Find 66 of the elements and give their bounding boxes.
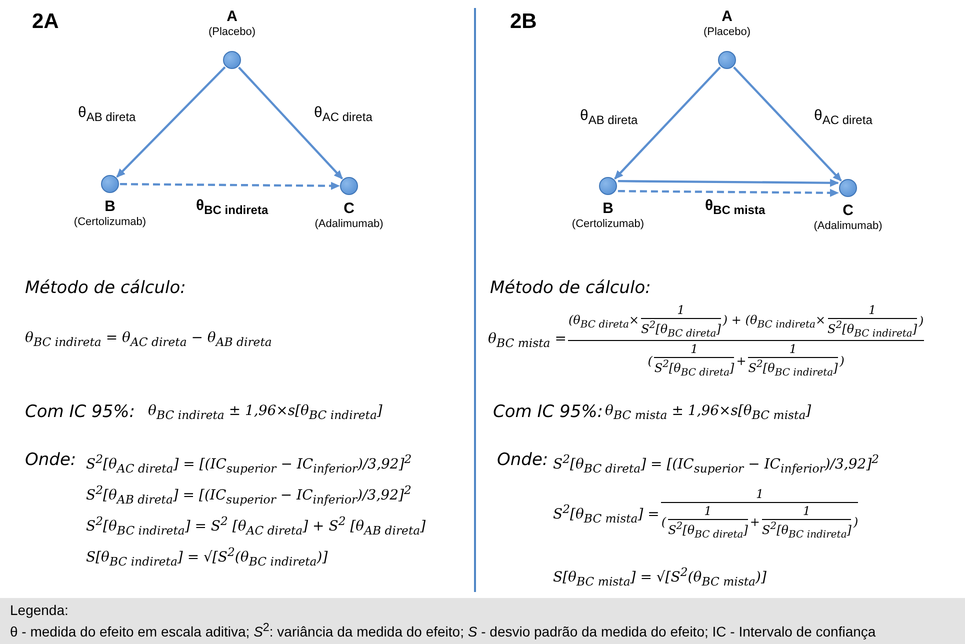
node-letter: B <box>602 200 614 217</box>
formula-text: 1 <box>802 504 811 518</box>
node-caption: (Certolizumab) <box>572 218 644 230</box>
formula-text: θ$_{BC mista}$ = <box>488 331 566 350</box>
formula-text: θ$_{BC mista}$ ± 1,96×s[θ$_{BC mista}$] <box>605 403 812 422</box>
edge-label: θ$_{BC indireta}$ <box>196 197 268 217</box>
formula-text: S$^{2}$[θ$_{BC direta}$] <box>654 359 734 379</box>
panel-label: 2A <box>32 10 59 34</box>
formula-text: θ$_{BC indireta}$ ± 1,96×s[θ$_{BC indireta}$] <box>148 403 382 422</box>
section-heading: Onde: <box>497 450 548 470</box>
formula-text: ) <box>853 515 858 530</box>
formula-text: S$^{2}$[θ$_{AB direta}$] = [(IC$_{superior}$ − IC$_{inferior}$)/3,92]$^{2}$ <box>86 483 412 506</box>
formula-text: S$^{2}$[θ$_{BC direta}$] <box>668 521 748 540</box>
formula-text: 1 <box>868 303 876 317</box>
formula-text: S[θ$_{BC mista}$] = √[S$^{2}$(θ$_{BC mista}$)] <box>553 565 766 588</box>
formula-text: + <box>736 354 746 368</box>
edge-label: θ$_{AC direta}$ <box>814 107 872 127</box>
node-caption: (Certolizumab) <box>74 216 146 228</box>
section-heading: Método de cálculo: <box>490 278 651 298</box>
section-heading: Com IC 95%: <box>25 402 136 422</box>
node-caption: (Placebo) <box>703 26 751 38</box>
node-letter: A <box>722 8 732 25</box>
formula-text: θ$_{BC indireta}$ = θ$_{AC direta}$ − θ$_{AB direta}$ <box>25 330 272 349</box>
edge-label: θ$_{BC mista}$ <box>705 197 766 217</box>
formula-text: S[θ$_{BC indireta}$] = √[S$^{2}$(θ$_{BC indireta}$)] <box>86 545 328 568</box>
dashed-arrow <box>120 182 340 190</box>
formula-text: 1 <box>704 504 712 518</box>
formula-text: 1 <box>690 342 698 356</box>
formula-text: 1 <box>756 487 764 501</box>
formula-text: 1 <box>789 342 797 356</box>
section-heading: Com IC 95%: <box>493 402 604 422</box>
node-letter: A <box>226 8 238 25</box>
node-letter: C <box>344 200 354 217</box>
formula-text: ) <box>840 354 844 368</box>
formula-text: + <box>750 515 760 530</box>
node-caption: (Adalimumab) <box>314 218 384 230</box>
arrow <box>733 66 842 182</box>
formula-text: S$^{2}$[θ$_{BC indireta}$] <box>748 359 838 379</box>
formula-text: S$^{2}$[θ$_{BC direta}$] = [(IC$_{superior}$ − IC$_{inferior}$)/3,92]$^{2}$ <box>553 452 880 476</box>
section-heading: Onde: <box>25 450 76 470</box>
section-heading: Método de cálculo: <box>25 278 186 298</box>
node-letter: B <box>104 198 116 215</box>
node-caption: (Placebo) <box>208 26 256 38</box>
arrow <box>614 66 721 180</box>
arrow <box>618 178 840 187</box>
formula-text: 1 <box>677 303 685 317</box>
arrow <box>116 66 226 178</box>
arrow <box>238 66 343 180</box>
formula-text: ) <box>919 314 924 328</box>
node-letter: C <box>842 202 854 219</box>
edge-label: θ$_{AC direta}$ <box>314 104 372 124</box>
formula-text: S$^{2}$[θ$_{BC mista}$] = <box>553 502 660 526</box>
edge-label: θ$_{AB direta}$ <box>580 107 638 127</box>
formula-text: S$^{2}$[θ$_{AC direta}$] = [(IC$_{superior}$ − IC$_{inferior}$)/3,92]$^{2}$ <box>86 452 412 476</box>
formula-text: ( <box>661 515 666 530</box>
formula-text: (θ$_{BC direta}$× <box>568 312 640 330</box>
formula-text: S$^{2}$[θ$_{BC indireta}$] = S$^{2}$ [θ$_{AC direta}$] + S$^{2}$ [θ$_{AB direta}$] <box>86 514 426 538</box>
dashed-arrow <box>618 188 839 197</box>
node-caption: (Adalimumab) <box>814 220 882 232</box>
formula-text: S$^{2}$[θ$_{BC indireta}$] <box>762 521 852 540</box>
formula-text: ( <box>648 354 652 368</box>
formula-text: ) + (θ$_{BC indireta}$× <box>722 312 826 330</box>
formula-text: S$^{2}$[θ$_{BC indireta}$] <box>828 320 918 340</box>
formula-text: S$^{2}$[θ$_{BC direta}$] <box>641 320 721 340</box>
edge-label: θ$_{AB direta}$ <box>78 104 136 124</box>
panel-label: 2B <box>510 10 537 34</box>
